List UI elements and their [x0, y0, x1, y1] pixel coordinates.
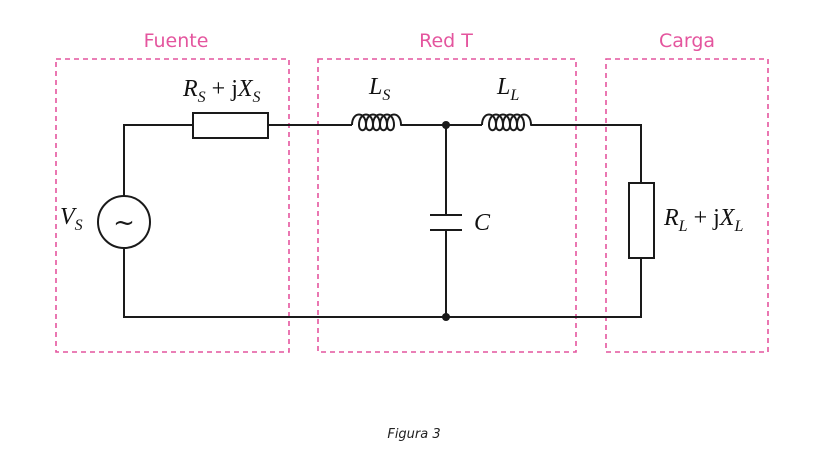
source-voltage-label: VS	[60, 204, 83, 234]
network-section-box	[317, 58, 577, 353]
wire-load-to-bottom	[123, 248, 642, 318]
capacitor-label: C	[474, 210, 491, 236]
inductor-ll-label: LL	[496, 74, 519, 104]
source-section-box	[55, 58, 290, 353]
ac-voltage-source: ~	[97, 195, 151, 249]
source-resistor	[192, 112, 269, 139]
load-impedance-label: RL + jXL	[663, 205, 743, 235]
source-impedance-label: RS + jXS	[182, 76, 261, 106]
figure-caption: Figura 3	[387, 427, 441, 442]
load-section-box	[605, 58, 769, 353]
load-resistor	[628, 182, 655, 259]
inductor-ls	[351, 113, 408, 132]
wire-ll-to-load	[540, 124, 642, 183]
sine-wave-icon: ~	[113, 208, 135, 238]
circuit-wires	[123, 124, 642, 318]
wire-left-vertical-top	[123, 124, 193, 196]
junction-bottom	[442, 313, 450, 321]
capacitor	[430, 214, 462, 231]
source-section-label: Fuente	[144, 30, 209, 52]
inductor-ls-label: LS	[368, 74, 390, 104]
network-section-label: Red T	[419, 30, 473, 52]
junction-top	[442, 121, 450, 129]
load-section-label: Carga	[659, 30, 715, 52]
inductor-ll	[481, 113, 540, 132]
